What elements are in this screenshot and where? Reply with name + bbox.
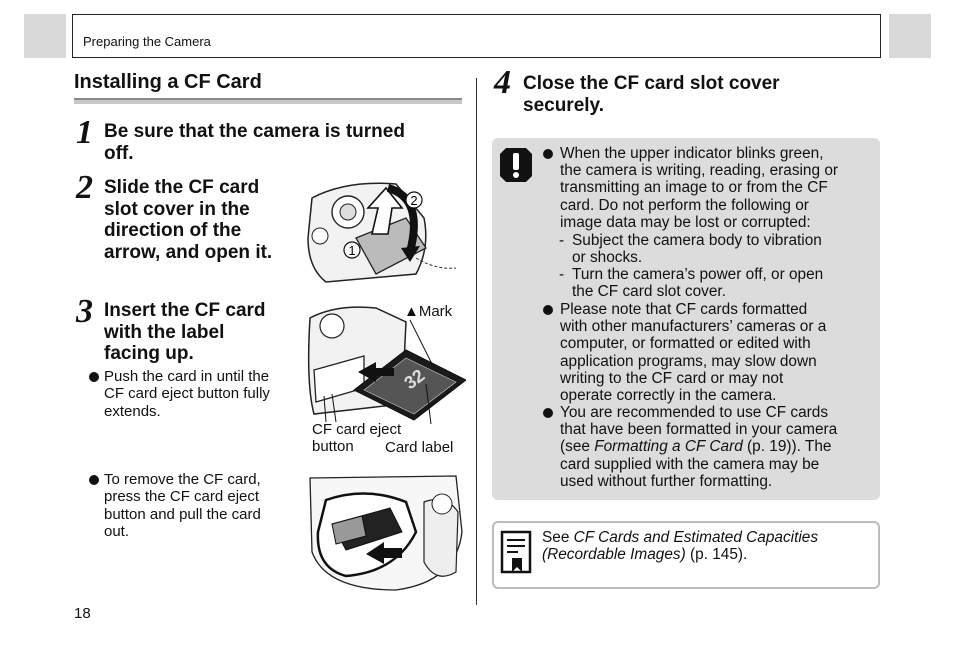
formatting-reference-link[interactable]: Formatting a CF Card: [594, 438, 743, 456]
chapter-header: Preparing the Camera: [72, 14, 881, 58]
chapter-title: Preparing the Camera: [83, 34, 211, 49]
reference-title-link[interactable]: CF Cards and Estimated Capacities: [573, 529, 819, 546]
reference-box: [492, 521, 880, 589]
caution-box: [492, 138, 880, 500]
reference-title-link-2[interactable]: (Recordable Images): [542, 546, 686, 564]
caution-bullet-recommend: You are recommended to use CF cards that…: [542, 404, 837, 490]
step-4-text: Close the CF card slot cover securely.: [523, 73, 780, 116]
reference-book-icon: [500, 530, 532, 574]
caution-icon: [500, 148, 532, 182]
reference-text: See CF Cards and Estimated Capacities (R…: [542, 529, 819, 564]
caution-bullet-other-formats: Please note that CF cards formatted with…: [542, 301, 826, 404]
mark-label: ▲Mark: [404, 303, 453, 320]
page-tab-right: [889, 14, 931, 58]
card-label-caption: Card label: [385, 439, 454, 456]
step-2-text: Slide the CF card slot cover in the dire…: [104, 177, 273, 263]
step-3-bullet-remove: To remove the CF card, press the CF card…: [88, 471, 261, 540]
caution-dash-vibration: Subject the camera body to vibration or …: [559, 232, 822, 266]
column-divider: [476, 78, 477, 605]
step-3-text: Insert the CF card with the label facing…: [104, 300, 266, 364]
caution-dash-power: Turn the camera’s power off, or open the…: [559, 266, 823, 300]
step-2-number: 2: [76, 169, 93, 206]
arrow-1-label: 1: [348, 243, 355, 258]
step-1-number: 1: [76, 114, 93, 151]
step-3-bullet-push: Push the card in until the CF card eject…: [88, 368, 270, 420]
insert-card-illustration: 32: [307, 306, 466, 424]
eject-button-label: CF card eject button: [312, 421, 402, 455]
caution-bullet-indicator: When the upper indicator blinks green, t…: [542, 145, 838, 231]
page-tab-left: [24, 14, 66, 58]
remove-card-illustration: [309, 475, 463, 591]
section-title-rule: [74, 98, 462, 104]
open-slot-cover-illustration: 2 1: [307, 182, 457, 283]
arrow-2-label: 2: [410, 193, 417, 208]
step-1-text: Be sure that the camera is turned off.: [104, 121, 405, 164]
page-number: 18: [74, 605, 91, 622]
section-title: Installing a CF Card: [74, 71, 262, 93]
step-4-number: 4: [494, 64, 511, 101]
step-3-number: 3: [76, 293, 93, 330]
